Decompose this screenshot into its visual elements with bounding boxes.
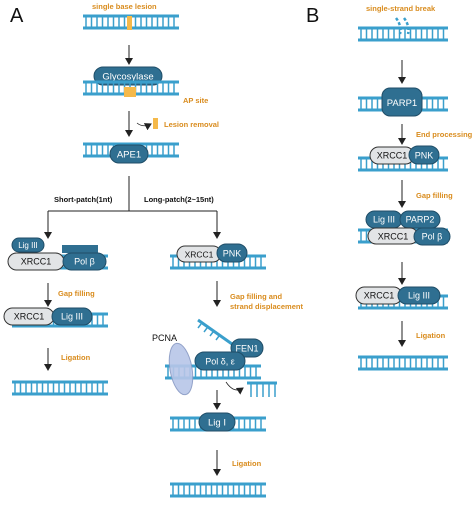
pnk-protein-long: [216, 243, 248, 263]
xrcc1-label-short: XRCC1: [21, 257, 52, 267]
label-lesion-removal: Lesion removal: [164, 120, 219, 129]
lesion-marker: [127, 16, 132, 30]
dna-bump-short: [62, 245, 98, 253]
pcna-label: PCNA: [152, 333, 177, 343]
polb-protein-short: [62, 252, 107, 271]
lig3-label-short-2: Lig III: [61, 312, 83, 322]
polb-label-b: Pol β: [422, 232, 443, 242]
parp1-label: PARP1: [387, 98, 417, 109]
xrcc1-label-short-2: XRCC1: [14, 312, 45, 322]
ap-site-marker: [124, 87, 136, 97]
dna-b6: [358, 355, 448, 371]
label-long-patch: Long-patch(2~15nt): [144, 195, 214, 204]
ape1-label: APE1: [117, 150, 141, 161]
xrcc1-label-b2: XRCC1: [378, 232, 409, 242]
pnk-protein-b: [408, 145, 440, 165]
lig3-label-b: Lig III: [373, 215, 395, 225]
xrcc1-label-long: XRCC1: [185, 250, 214, 260]
lig1-label: Lig I: [208, 418, 226, 429]
xrcc1-label-b3: XRCC1: [364, 291, 395, 301]
pol-de-protein: [194, 351, 246, 371]
pol-de-label: Pol δ, ε: [205, 357, 235, 367]
label-ligation-b: Ligation: [416, 331, 446, 340]
pnk-label-long: PNK: [223, 249, 242, 259]
ape1-protein: [109, 144, 149, 164]
label-short-patch: Short-patch(1nt): [54, 195, 113, 204]
label-gap-filling-long-2: strand displacement: [230, 302, 303, 311]
lig3-label-b2: Lig III: [408, 291, 430, 301]
break-marker: [394, 17, 410, 35]
panel-label-a: A: [10, 5, 24, 27]
label-single-strand-break: single-strand break: [366, 4, 436, 13]
label-ligation-long: Ligation: [232, 459, 262, 468]
label-gap-filling-long-1: Gap filling and: [230, 292, 283, 301]
parp1-protein: [381, 87, 423, 117]
panel-label-b: B: [306, 5, 319, 27]
flap-release-arrow: [225, 381, 244, 395]
label-end-processing: End processing: [416, 130, 473, 139]
lig3-label-short: Lig III: [18, 241, 38, 250]
lesion-removal-arrow: [136, 122, 152, 131]
dna-short-3: [12, 380, 108, 396]
polb-label-short: Pol β: [74, 257, 95, 267]
label-ap-site: AP site: [183, 96, 208, 105]
dna-b1: [358, 26, 448, 42]
dna-long-4: [170, 482, 266, 498]
lig3-protein-short-2: [51, 307, 93, 326]
released-flap: [247, 381, 277, 397]
dna-a1: [83, 14, 179, 30]
label-gap-filling-b: Gap filling: [416, 191, 453, 200]
polb-protein-b: [413, 227, 451, 246]
removed-base: [153, 118, 158, 129]
label-single-base-lesion: single base lesion: [92, 2, 157, 11]
glycosylase-label: Glycosylase: [102, 72, 153, 83]
lig3-protein-short: [11, 237, 45, 253]
pnk-label-b: PNK: [415, 151, 434, 161]
pcna-ring: [168, 342, 194, 396]
xrcc1-label-b: XRCC1: [377, 151, 408, 161]
displaced-flap: [197, 318, 233, 346]
parp2-label: PARP2: [406, 215, 435, 225]
fen1-label: FEN1: [235, 344, 258, 354]
lig3-protein-b2: [397, 286, 441, 305]
label-gap-filling-short: Gap filling: [58, 289, 95, 298]
label-ligation-short: Ligation: [61, 353, 91, 362]
lig1-protein: [198, 412, 236, 432]
